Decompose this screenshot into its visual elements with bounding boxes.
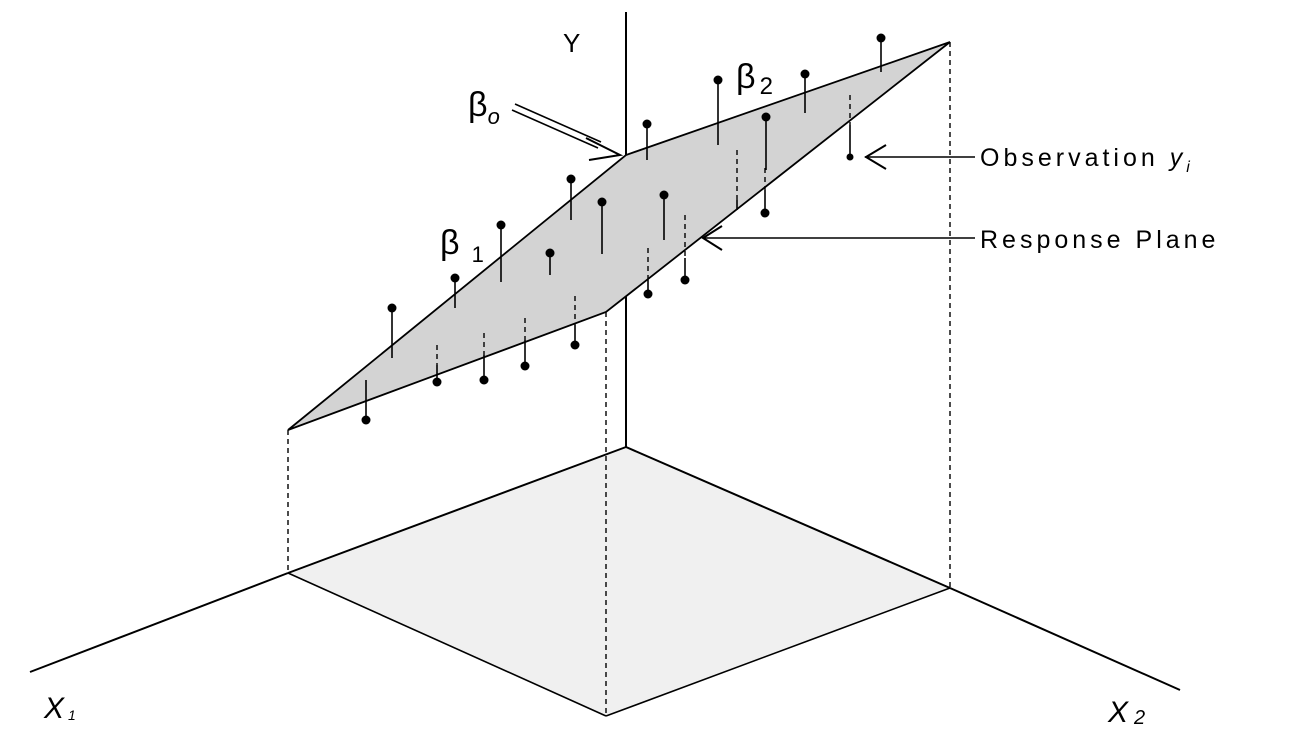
observation-point	[361, 415, 371, 425]
response-plane-arrow	[701, 225, 975, 251]
observation-point	[597, 197, 607, 207]
observation-point	[387, 303, 397, 313]
beta1-subscript: 1	[472, 242, 484, 267]
beta0-subscript: o	[488, 104, 500, 129]
beta1-symbol: β	[440, 224, 460, 262]
base-edge-back-right	[625, 446, 951, 589]
observation-point	[545, 248, 555, 258]
x1-subscript: 1	[68, 707, 76, 723]
beta2-symbol: β	[736, 58, 756, 96]
response-plane-label: Response Plane	[980, 226, 1219, 254]
observation-arrow	[864, 144, 975, 170]
observation-point	[760, 208, 770, 218]
x2-subscript: 2	[1133, 707, 1145, 729]
observation-point	[450, 273, 460, 283]
observation-text: Observation	[980, 144, 1170, 172]
observation-point	[680, 275, 690, 285]
x1-axis-line	[29, 572, 289, 673]
observations-above	[387, 33, 886, 358]
observation-point	[642, 119, 652, 129]
beta2-subscript: 2	[760, 73, 773, 100]
observation-point	[643, 289, 653, 299]
observation-point	[496, 220, 506, 230]
base-edge-back-left	[287, 446, 627, 574]
observation-subscript: i	[1186, 159, 1194, 176]
x2-symbol: X	[1107, 696, 1129, 729]
observation-label: Observation yi	[980, 144, 1194, 176]
beta0-label: βo	[468, 86, 500, 129]
response-plane	[287, 41, 951, 431]
beta0-arrow	[511, 103, 624, 161]
observation-point	[432, 377, 442, 387]
observation-point	[566, 174, 576, 184]
beta0-symbol: β	[468, 86, 488, 124]
base-plane	[288, 447, 950, 716]
observation-point	[570, 340, 580, 350]
x2-axis-line	[949, 587, 1181, 691]
observation-point	[713, 75, 723, 85]
observation-point	[520, 361, 530, 371]
y-axis-label: Y	[563, 28, 580, 58]
observation-point	[800, 69, 810, 79]
x1-symbol: X	[43, 692, 65, 725]
observations-below	[361, 95, 854, 425]
observation-point	[659, 190, 669, 200]
observation-point	[846, 153, 854, 161]
base-edge-front-right	[605, 587, 951, 717]
observation-point	[876, 33, 886, 43]
base-edge-front-left	[287, 572, 607, 717]
observation-point	[761, 112, 771, 122]
observation-point	[479, 375, 489, 385]
observation-variable: y	[1168, 144, 1187, 172]
